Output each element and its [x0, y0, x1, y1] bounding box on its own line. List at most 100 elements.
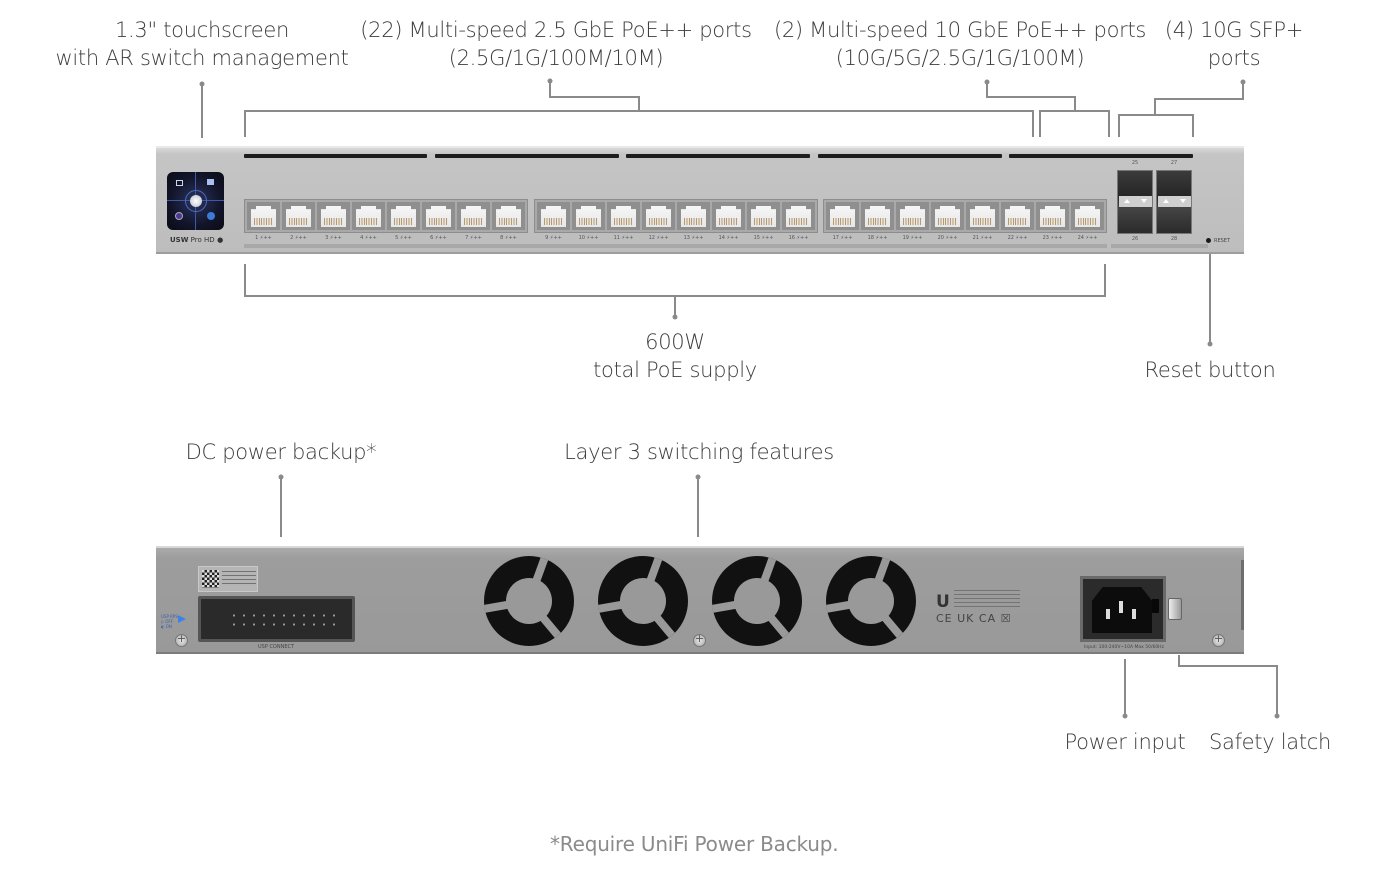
dc-power-backup-connector[interactable]: [198, 596, 355, 642]
callout-safety-latch: Safety latch: [1208, 730, 1332, 754]
qr-code-icon: [202, 570, 219, 588]
callout-multigig-10-line1: (2) Multi-speed 10 GbE PoE++ ports: [773, 18, 1147, 42]
port-number-label: 15 ⚡++: [753, 235, 774, 241]
certification-marks: CE UK CA ☒: [936, 612, 1012, 625]
model-name-brand: USW: [170, 236, 189, 244]
rj45-port-9[interactable]: [537, 202, 570, 230]
power-rating-label: Input: 100-240V~10A Max 50/60Hz: [1084, 645, 1164, 650]
rj45-port-group-1-8: [244, 199, 528, 233]
port-number-label: 22 ⚡++: [1007, 235, 1028, 241]
rj45-port-5[interactable]: [387, 202, 420, 230]
port-number-label: 19 ⚡++: [902, 235, 923, 241]
sfp-port-label: 27: [1170, 160, 1178, 166]
rj45-port-group-9-16: [534, 199, 818, 233]
callout-sfp: (4) 10G SFP+ ports: [1158, 16, 1310, 72]
port-number-label: 14 ⚡++: [718, 235, 739, 241]
callout-touchscreen-line1: 1.3" touchscreen: [115, 18, 289, 42]
callout-multigig-2-5: (22) Multi-speed 2.5 GbE PoE++ ports (2.…: [350, 16, 762, 72]
ar-icon: [175, 212, 183, 220]
rj45-port-11[interactable]: [607, 202, 640, 230]
footnote: *Require UniFi Power Backup.: [550, 832, 839, 856]
rj45-port-18[interactable]: [861, 202, 894, 230]
callout-layer3: Layer 3 switching features: [564, 440, 834, 464]
serial-label: [198, 566, 258, 592]
port-number-label: 10 ⚡++: [578, 235, 599, 241]
rps-indicator-note: USP RPS ▷ OFF ◐ ON: [161, 614, 178, 629]
rj45-port-8[interactable]: [492, 202, 525, 230]
callout-reset: Reset button: [1144, 358, 1276, 382]
status-dot-icon: [207, 212, 215, 220]
rj45-port-10[interactable]: [572, 202, 605, 230]
sfp-port-label: 28: [1170, 236, 1178, 242]
fan-vent: [597, 556, 688, 646]
sfp-port-label: 26: [1131, 236, 1139, 242]
vent-slot: [1009, 154, 1193, 158]
port-number-label: 8 ⚡++: [500, 235, 517, 241]
sfp-port-25-26[interactable]: [1117, 170, 1153, 234]
port-number-label: 16 ⚡++: [788, 235, 809, 241]
port-number-label: 6 ⚡++: [430, 235, 447, 241]
port-number-label: 11 ⚡++: [613, 235, 634, 241]
rj45-port-7[interactable]: [457, 202, 490, 230]
rj45-port-3[interactable]: [317, 202, 350, 230]
rj45-port-20[interactable]: [931, 202, 964, 230]
callout-sfp-line1: (4) 10G SFP+: [1164, 18, 1304, 42]
touchscreen-ring-icon: [185, 190, 207, 212]
vent-slot: [626, 154, 810, 158]
port-number-label: 20 ⚡++: [937, 235, 958, 241]
port-number-label: 13 ⚡++: [683, 235, 704, 241]
callout-poe-supply-line2: total PoE supply: [593, 358, 757, 382]
sfp-port-27-28[interactable]: [1156, 170, 1192, 234]
rj45-port-15[interactable]: [747, 202, 780, 230]
speed-bar-sfp: [1116, 244, 1194, 248]
rj45-port-16[interactable]: [782, 202, 815, 230]
safety-latch[interactable]: [1168, 598, 1182, 620]
callout-poe-supply: 600W total PoE supply: [560, 328, 790, 384]
model-name: USW Pro HD ●: [170, 236, 224, 244]
screw-icon: [175, 632, 188, 647]
reset-button[interactable]: [1206, 238, 1211, 243]
rj45-port-13[interactable]: [677, 202, 710, 230]
port-number-label: 24 ⚡++: [1077, 235, 1098, 241]
callout-multigig-10-line2: (10G/5G/2.5G/1G/100M): [835, 46, 1085, 70]
port-number-label: 23 ⚡++: [1042, 235, 1063, 241]
rj45-port-group-17-24: [823, 199, 1107, 233]
rj45-port-2[interactable]: [282, 202, 315, 230]
callout-multigig-2-5-line2: (2.5G/1G/100M/10M): [448, 46, 664, 70]
rj45-port-4[interactable]: [352, 202, 385, 230]
port-number-label: 9 ⚡++: [545, 235, 562, 241]
rj45-port-22[interactable]: [1001, 202, 1034, 230]
port-number-label: 12 ⚡++: [648, 235, 669, 241]
vent-slot: [435, 154, 619, 158]
rps-note-line: ▷ OFF: [161, 619, 174, 624]
model-name-rest: Pro HD: [188, 236, 215, 244]
rj45-port-24[interactable]: [1071, 202, 1104, 230]
screw-icon: [1212, 632, 1225, 647]
screw-icon: [693, 632, 706, 647]
rj45-port-14[interactable]: [712, 202, 745, 230]
rj45-port-17[interactable]: [826, 202, 859, 230]
rj45-port-12[interactable]: [642, 202, 675, 230]
ac-power-input-socket[interactable]: [1080, 576, 1166, 642]
port-number-label: 5 ⚡++: [395, 235, 412, 241]
port-number-label: 21 ⚡++: [972, 235, 993, 241]
rj45-port-21[interactable]: [966, 202, 999, 230]
port-number-label: 17 ⚡++: [832, 235, 853, 241]
fan-vent: [483, 556, 574, 646]
rj45-port-23[interactable]: [1036, 202, 1069, 230]
port-number-label: 3 ⚡++: [325, 235, 342, 241]
rj45-port-6[interactable]: [422, 202, 455, 230]
port-number-label: 2 ⚡++: [290, 235, 307, 241]
regulatory-text: [954, 590, 1020, 610]
touchscreen-display[interactable]: [167, 172, 224, 230]
rj45-port-19[interactable]: [896, 202, 929, 230]
rps-note-line: ◐ ON: [161, 624, 172, 629]
rj45-port-1[interactable]: [247, 202, 280, 230]
callout-multigig-10: (2) Multi-speed 10 GbE PoE++ ports (10G/…: [766, 16, 1154, 72]
port-number-label: 1 ⚡++: [255, 235, 272, 241]
touchscreen-center-icon: [190, 195, 202, 207]
port-number-label: 4 ⚡++: [360, 235, 377, 241]
switch-front-panel: USW Pro HD ● 25 27 26 28 RESET 1 ⚡++2 ⚡+…: [156, 146, 1244, 254]
rps-led-icon: [178, 615, 186, 623]
port-number-label: 7 ⚡++: [465, 235, 482, 241]
